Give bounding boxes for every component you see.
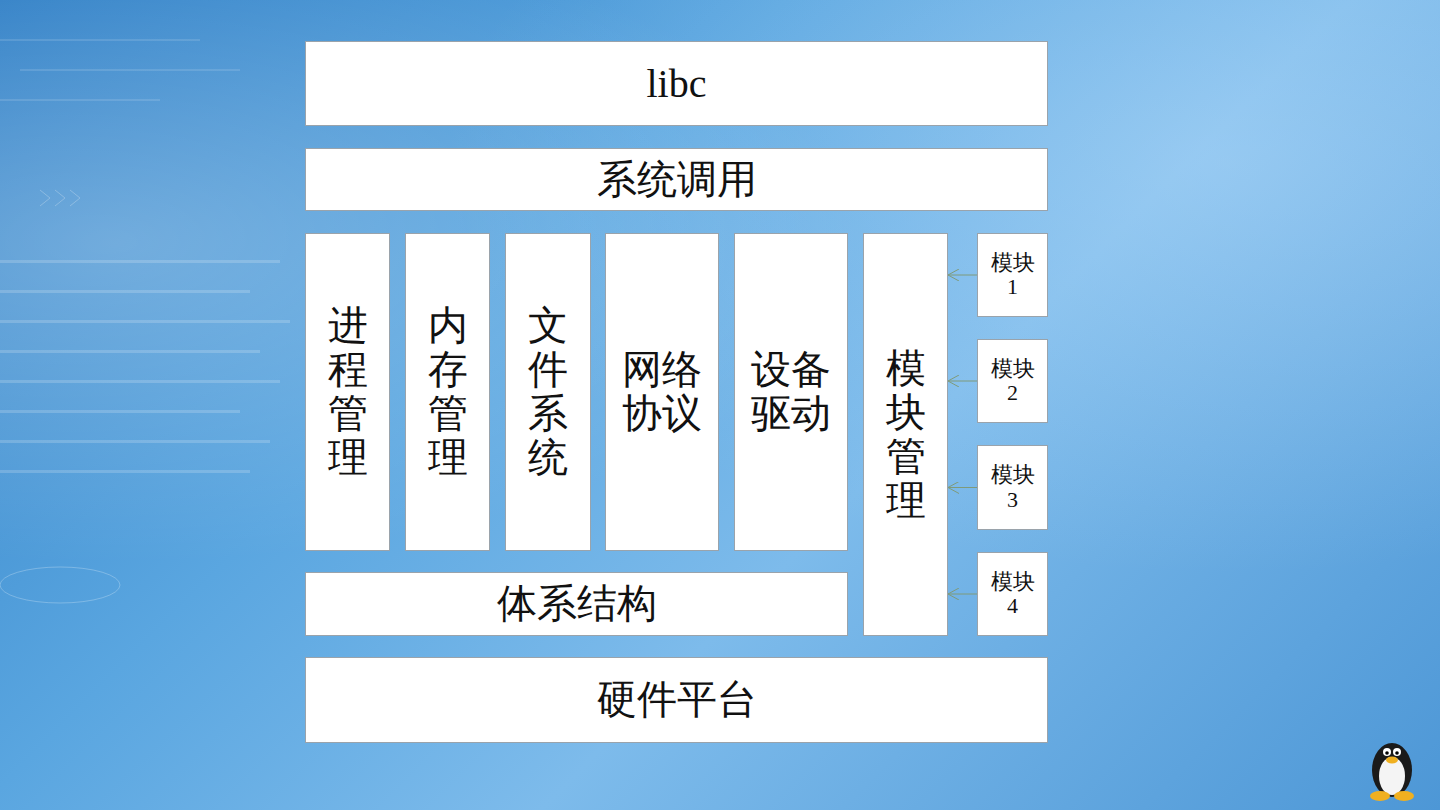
hardware-box: 硬件平台: [305, 657, 1048, 743]
module-manager-box: 模块管理: [863, 233, 948, 636]
box-label: 模块4: [989, 570, 1035, 618]
module-box: 模块4: [977, 552, 1048, 636]
box-label: 文件系统: [528, 304, 568, 480]
connector-arrow: [948, 594, 977, 595]
box-label: 模块3: [989, 463, 1035, 511]
library-box: libc: [305, 41, 1048, 126]
arch-box: 体系结构: [305, 572, 848, 636]
box-label: 模块2: [989, 357, 1035, 405]
module-box: 模块1: [977, 233, 1048, 317]
box-label: libc: [647, 60, 707, 108]
subsystem-box: 进程管理: [305, 233, 390, 551]
connector-arrow: [948, 487, 977, 488]
subsystem-box: 内存管理: [405, 233, 490, 551]
box-label: 模块1: [989, 251, 1035, 299]
connector-arrow: [948, 275, 977, 276]
module-box: 模块2: [977, 339, 1048, 423]
box-label: 体系结构: [497, 580, 657, 628]
module-box: 模块3: [977, 445, 1048, 530]
connector-arrow: [948, 381, 977, 382]
interface-box: 系统调用: [305, 148, 1048, 211]
subsystem-box: 设备驱动: [734, 233, 848, 551]
box-label: 网络协议: [620, 348, 704, 436]
box-label: 硬件平台: [597, 676, 757, 724]
subsystem-box: 网络协议: [605, 233, 719, 551]
code-texture: [0, 260, 290, 473]
subsystem-box: 文件系统: [505, 233, 591, 551]
box-label: 内存管理: [428, 304, 468, 480]
box-label: 模块管理: [886, 347, 926, 523]
tux-penguin: [1370, 743, 1414, 801]
box-label: 设备驱动: [749, 348, 833, 436]
box-label: 进程管理: [328, 304, 368, 480]
box-label: 系统调用: [597, 156, 757, 204]
